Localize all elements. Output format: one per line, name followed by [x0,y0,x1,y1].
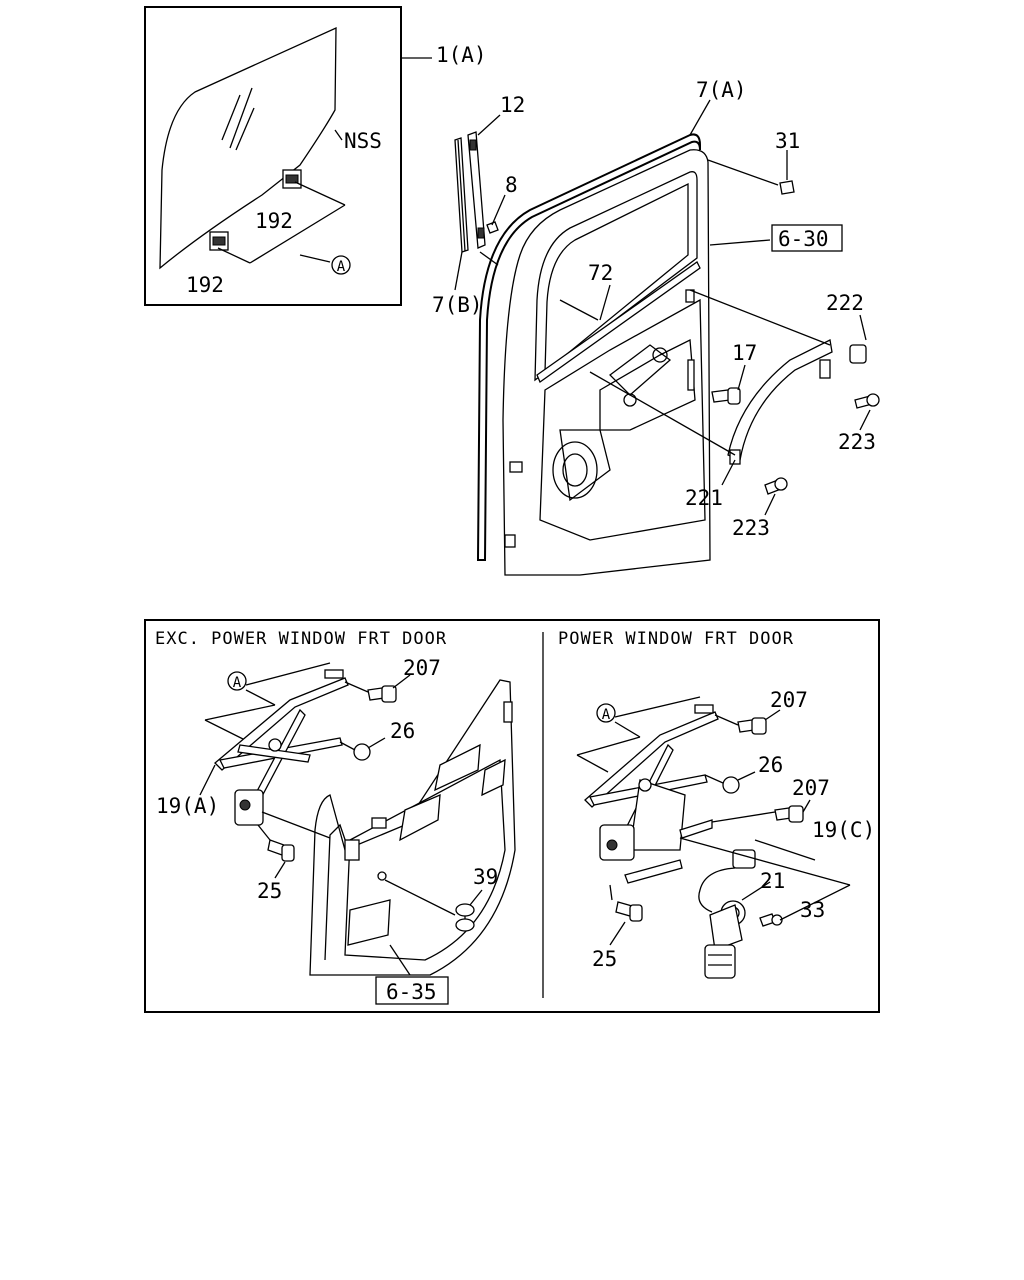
label-glass: 1(A) [436,43,487,67]
panel-exc-power-window: EXC. POWER WINDOW FRT DOOR A [155,629,516,1005]
label-trim: 221 [685,486,723,510]
run-channel [454,137,469,253]
screw-33 [759,913,783,927]
panel-right-ref-a: A [602,707,611,723]
label-nss: NSS [344,129,382,153]
ref-a-circle-icon [331,255,351,275]
glass-inset: 1(A) NSS 192 192 A [144,6,487,306]
panel-power-window: POWER WINDOW FRT DOOR A [558,629,875,979]
glass-clip-upper [282,169,302,189]
bolt-207-mid [774,805,804,823]
panel-left-clip-39: 39 [473,865,498,889]
ref-box-6-35 [375,976,449,1005]
nut-26 [722,776,740,794]
panel-left-bolt-25: 25 [257,879,282,903]
label-clip-lower: 192 [186,273,224,297]
label-clip-8: 8 [505,173,518,197]
ref-a-circle-icon [227,671,247,691]
ref-a-top: A [337,259,346,275]
label-ref-6-30: 6-30 [778,227,829,251]
beltline-weatherstrip [536,261,701,383]
label-clip-upper: 192 [255,209,293,233]
clip-39 [455,903,475,932]
nut-26 [353,743,371,761]
division-channel [467,131,486,249]
bolt-25 [615,901,643,922]
panel-right-regulator: 19(C) [812,818,875,842]
power-regulator [584,704,719,884]
regulator-box [144,619,880,1013]
door-glass [159,26,337,270]
bolt-207-top [737,717,767,735]
panel-right-header: POWER WINDOW FRT DOOR [558,629,794,649]
label-run-channel: 7(B) [432,293,483,317]
screw-17 [711,387,741,405]
cap-222 [849,344,867,364]
panel-left-ref-a: A [233,675,242,691]
panel-left-regulator: 19(A) [156,794,219,818]
panel-left-header: EXC. POWER WINDOW FRT DOOR [155,629,447,649]
label-cap: 222 [826,291,864,315]
screw-223-bottom [764,477,788,495]
screw-223-right [854,393,880,409]
panel-right-bolt-207-mid: 207 [792,776,830,800]
ref-a-circle-icon [596,703,616,723]
label-screw-223-bottom: 223 [732,516,770,540]
bolt-25 [267,839,295,862]
window-motor [704,900,746,979]
door-inner-panel [502,149,711,576]
panel-right-bolt-25: 25 [592,947,617,971]
panel-left-bolt-207: 207 [403,656,441,680]
ref-box-6-30 [771,224,843,252]
panel-right-bolt-207-top: 207 [770,688,808,712]
manual-regulator [214,669,349,826]
plug-31 [779,180,795,195]
door-assembly: 12 8 7(B) 7(A) 31 6-30 72 222 17 223 221… [432,78,880,576]
panel-right-nut-26: 26 [758,753,783,777]
label-plug: 31 [775,129,800,153]
panel-right-screw-33: 33 [800,898,825,922]
label-channel: 12 [500,93,525,117]
glass-clip-lower [209,231,229,251]
label-beltline: 72 [588,261,613,285]
label-weatherstrip: 7(A) [696,78,747,102]
panel-left-nut-26: 26 [390,719,415,743]
label-screw-223-right: 223 [838,430,876,454]
panel-right-motor: 21 [760,869,785,893]
door-trim-221 [727,339,833,461]
bolt-207 [367,685,397,703]
door-weatherstrip [476,133,701,561]
panel-left-ref-6-35: 6-35 [386,980,437,1004]
label-screw-17: 17 [732,341,757,365]
